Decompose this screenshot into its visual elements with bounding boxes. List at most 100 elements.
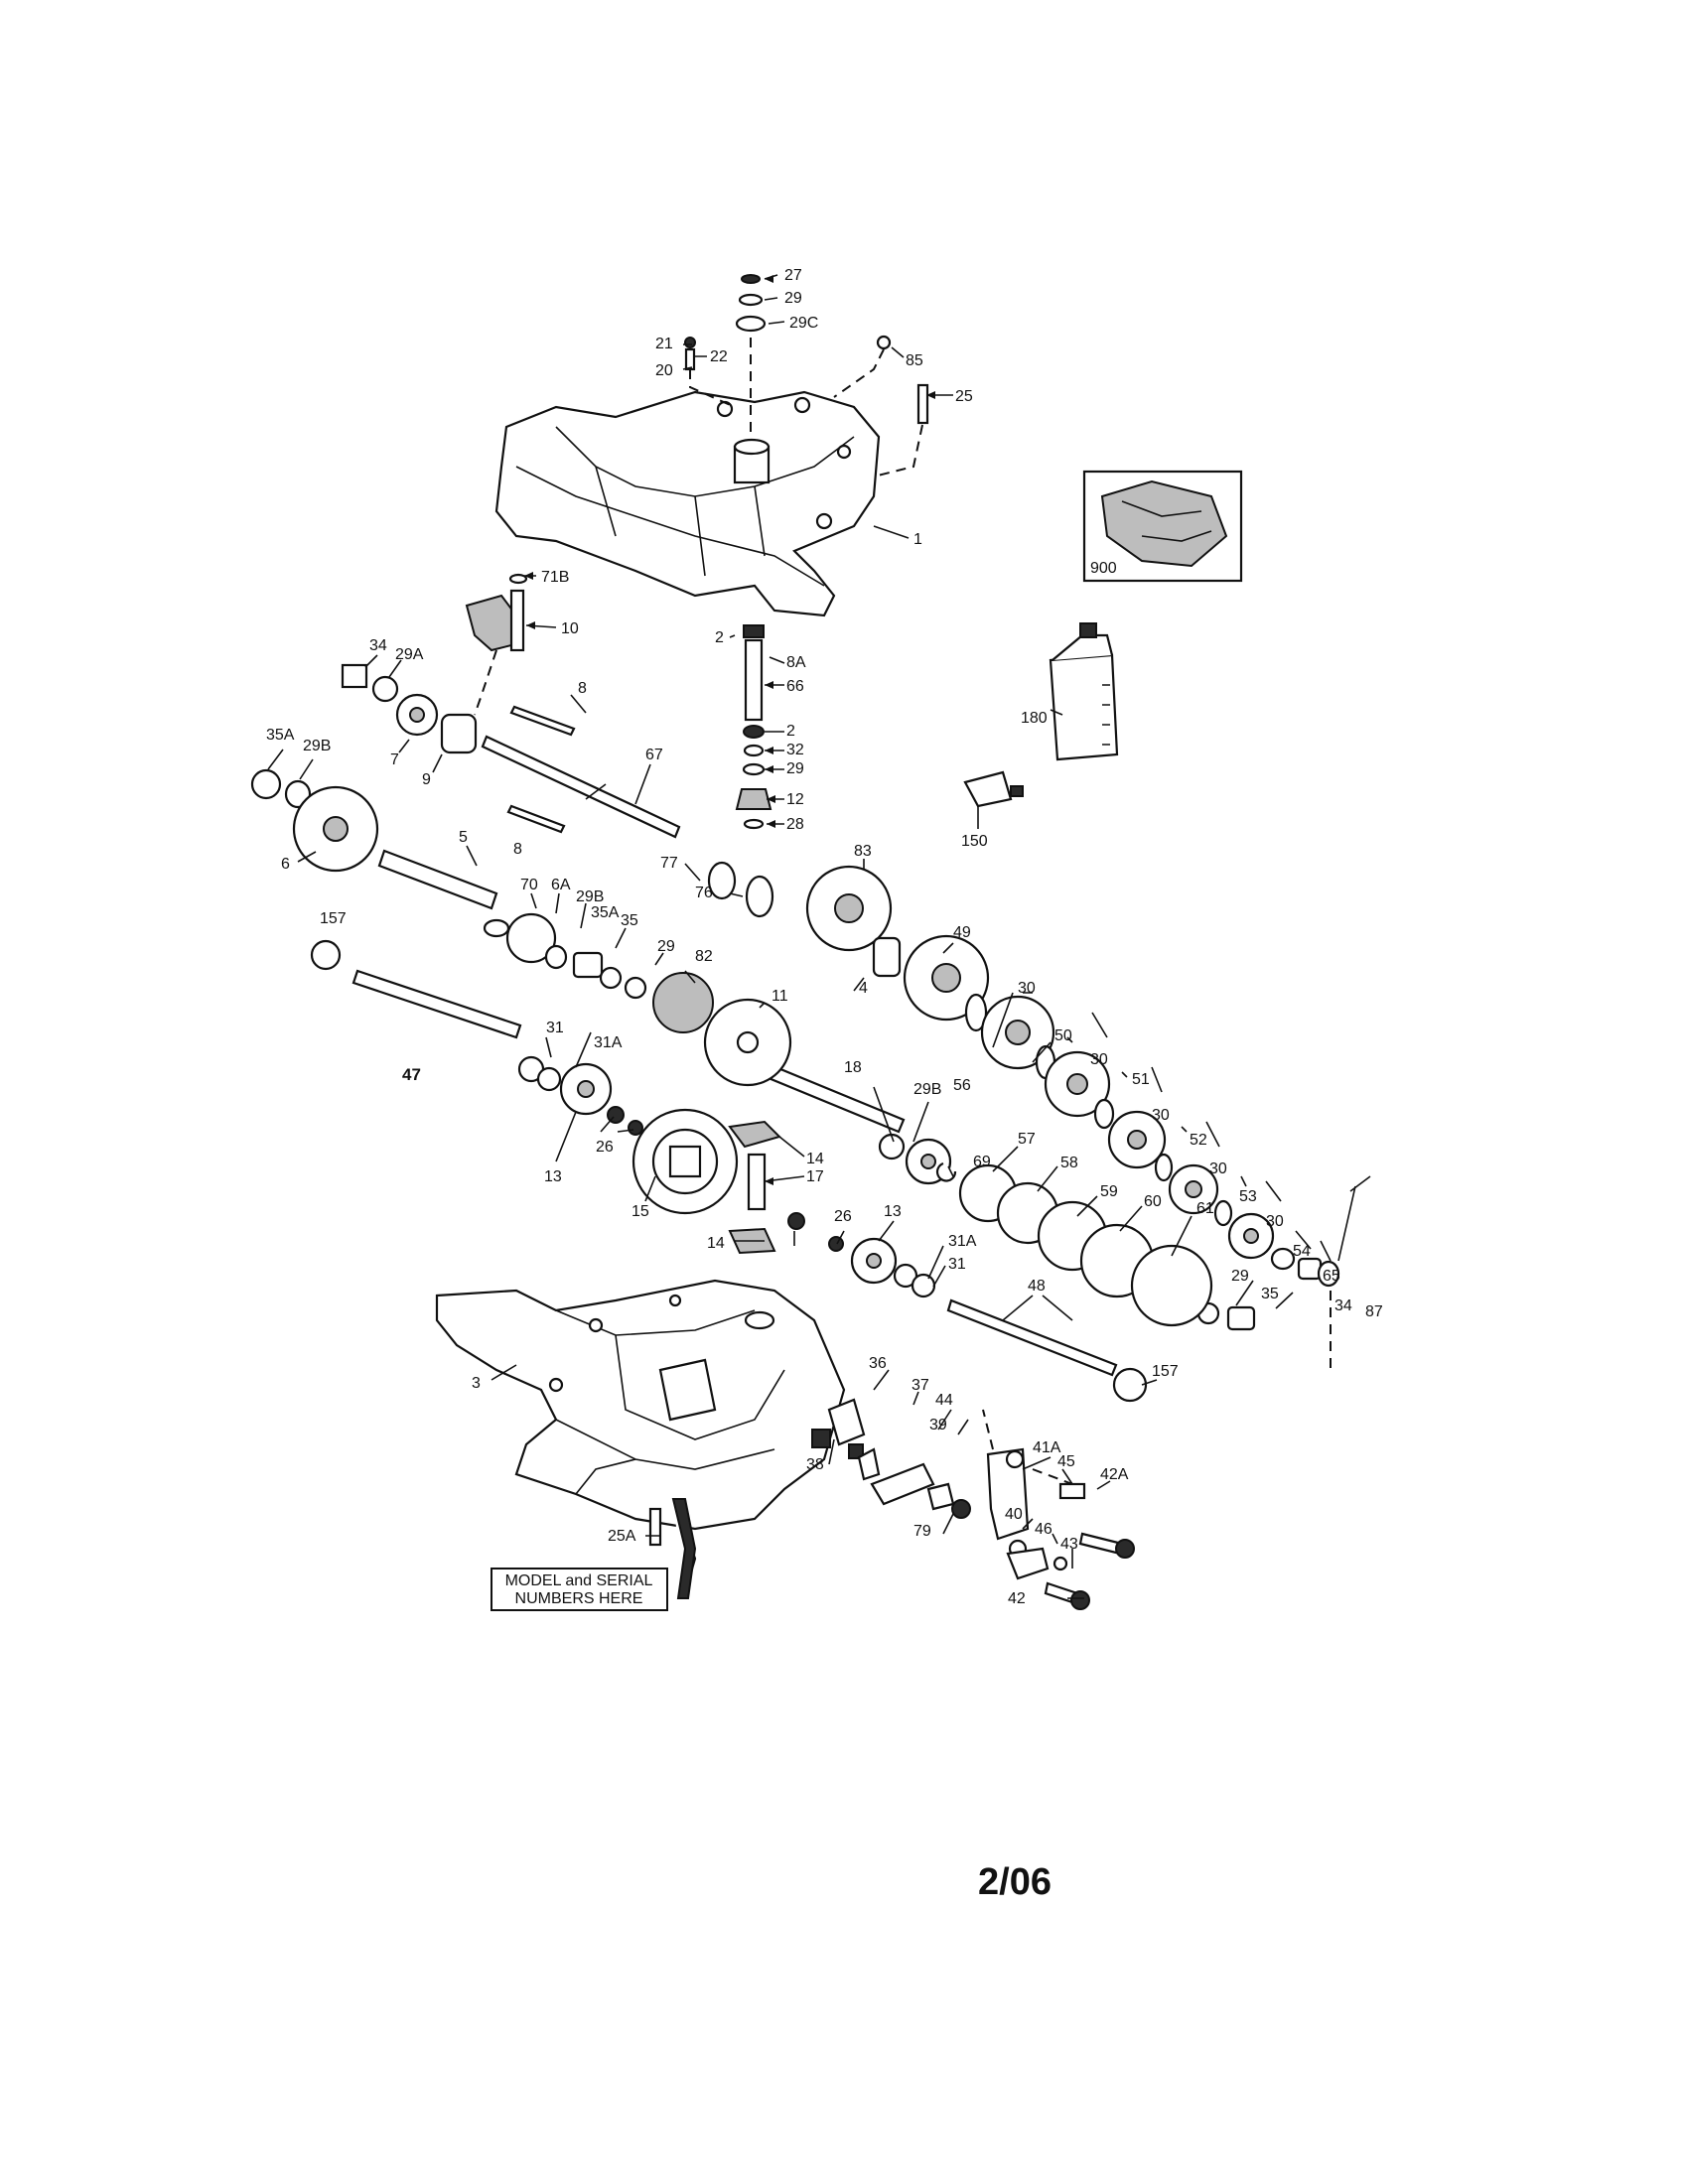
- part-label: 51: [1132, 1071, 1150, 1088]
- part-label: 31A: [948, 1233, 977, 1250]
- part-label: 25A: [608, 1528, 636, 1545]
- part-label: 29: [786, 760, 804, 777]
- part-label: 87: [1365, 1303, 1383, 1320]
- part-label: 59: [1100, 1183, 1118, 1200]
- part-label: 11: [772, 988, 788, 1005]
- revision-date: 2/06: [978, 1861, 1052, 1903]
- part-label: 52: [1190, 1132, 1207, 1149]
- part-label: 30: [1018, 980, 1036, 997]
- part-label: 17: [806, 1168, 824, 1185]
- part-label: 13: [884, 1203, 902, 1220]
- part-label: 8: [513, 841, 522, 858]
- assembly-inset: [1082, 470, 1243, 583]
- part-label: 58: [1060, 1155, 1078, 1171]
- part-label: 79: [913, 1523, 931, 1540]
- part-label: 29B: [303, 738, 331, 754]
- arrowheads: [524, 275, 935, 1185]
- part-label: 3: [472, 1375, 481, 1392]
- part-label: 30: [1209, 1160, 1227, 1177]
- part-label: 12: [786, 791, 804, 808]
- part-label: 5: [459, 829, 468, 846]
- part-label: 39: [929, 1417, 947, 1433]
- part-label: 71B: [541, 569, 569, 586]
- part-label: 29B: [913, 1081, 941, 1098]
- part-label: 13: [544, 1168, 562, 1185]
- oil-bottle: [1049, 622, 1119, 761]
- part-label: 85: [906, 352, 923, 369]
- part-label: 8: [578, 680, 587, 697]
- part-label: 26: [834, 1208, 852, 1225]
- part-label: 53: [1239, 1188, 1257, 1205]
- part-label: 29: [784, 290, 802, 307]
- middle-gear-row: [310, 861, 792, 1087]
- part-label: 26: [596, 1139, 614, 1156]
- part-label: 61: [1196, 1200, 1214, 1217]
- lower-gear-row: [517, 1055, 1213, 1403]
- part-label: 30: [1090, 1051, 1108, 1068]
- part-label: 57: [1018, 1131, 1036, 1148]
- part-label: 31: [546, 1020, 564, 1036]
- part-labels: 27 29 29C 21 22 20 85 25 1 900 71B 10 34…: [266, 267, 1383, 1607]
- part-label: 14: [707, 1235, 725, 1252]
- left-gears: [250, 663, 478, 873]
- part-label: 67: [645, 747, 663, 763]
- part-label: 157: [1152, 1363, 1179, 1380]
- part-label: 60: [1144, 1193, 1162, 1210]
- part-label: 150: [961, 833, 988, 850]
- part-label: 34: [369, 637, 387, 654]
- part-label: 29: [657, 938, 675, 955]
- part-label: 35: [621, 912, 638, 929]
- part-label: 35A: [266, 727, 295, 744]
- shaft-66-stack: [735, 624, 772, 830]
- part-label: 9: [422, 771, 431, 788]
- right-gear-cascade: [805, 865, 1340, 1370]
- part-label: 42A: [1100, 1466, 1129, 1483]
- part-label: 27: [784, 267, 802, 284]
- part-label: 31: [948, 1256, 966, 1273]
- leader-lines: [267, 274, 1371, 1599]
- part-label: 14: [806, 1151, 824, 1167]
- note-line-2: NUMBERS HERE: [515, 1590, 643, 1607]
- part-label: 29A: [395, 646, 424, 663]
- part-label: 43: [1060, 1536, 1078, 1553]
- part-label: 35A: [591, 904, 620, 921]
- part-label: 18: [844, 1059, 862, 1076]
- part-label: 10: [561, 620, 579, 637]
- part-label: 44: [935, 1392, 953, 1409]
- part-label: 29: [1231, 1268, 1249, 1285]
- part-label: 83: [854, 843, 872, 860]
- part-label: 7: [390, 751, 399, 768]
- note-line-1: MODEL and SERIAL: [505, 1572, 653, 1589]
- shift-fork: [465, 573, 528, 716]
- sealant-tube: [963, 770, 1024, 808]
- part-label: 25: [955, 388, 973, 405]
- part-label: 56: [953, 1077, 971, 1094]
- part-label: 20: [655, 362, 673, 379]
- part-label: 69: [973, 1154, 991, 1170]
- part-label: 42: [1008, 1590, 1026, 1607]
- part-label: 4: [859, 980, 868, 997]
- part-label: 29B: [576, 888, 604, 905]
- part-label: 2: [715, 629, 724, 646]
- part-label: 32: [786, 742, 804, 758]
- part-label: 157: [320, 910, 347, 927]
- part-label: 22: [710, 348, 728, 365]
- part-label: 54: [1293, 1243, 1311, 1260]
- upper-housing: [494, 390, 881, 617]
- part-label: 82: [695, 948, 713, 965]
- part-label: 36: [869, 1355, 887, 1372]
- part-label: 8A: [786, 654, 806, 671]
- part-label: 76: [695, 885, 713, 901]
- part-label: 180: [1021, 710, 1048, 727]
- part-label: 38: [806, 1456, 824, 1473]
- part-label: 41A: [1033, 1439, 1061, 1456]
- part-label: 28: [786, 816, 804, 833]
- part-label: 45: [1057, 1453, 1075, 1470]
- part-label: 6A: [551, 877, 571, 893]
- part-label: 40: [1005, 1506, 1023, 1523]
- part-label: 70: [520, 877, 538, 893]
- lower-housing: [435, 1279, 846, 1599]
- part-label: 66: [786, 678, 804, 695]
- part-label: 31A: [594, 1034, 623, 1051]
